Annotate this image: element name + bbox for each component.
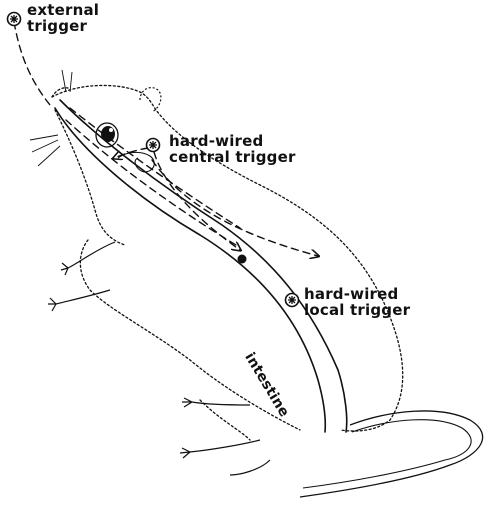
external-trigger-icon: [8, 13, 21, 26]
central-trigger-label-line2: central trigger: [169, 149, 296, 165]
central-trigger-label: hard-wired central trigger: [169, 133, 296, 165]
local-trigger-label-line2: local trigger: [304, 302, 410, 318]
external-trigger-label-line2: trigger: [27, 18, 99, 34]
junction-dot-icon: [238, 255, 247, 264]
rat-belly-outline: [200, 400, 250, 440]
central-trigger-icon: [147, 139, 160, 152]
central-to-body-path: [152, 160, 318, 256]
rat-ear: [140, 88, 161, 112]
rat-tail: [300, 411, 483, 497]
central-trigger-label-line1: hard-wired: [169, 133, 296, 149]
local-trigger-icon: [286, 294, 299, 307]
central-to-gut-path: [154, 152, 240, 250]
external-trigger-label: external trigger: [27, 2, 99, 34]
external-trigger-label-line1: external: [27, 2, 99, 18]
hind-feet: [180, 398, 270, 475]
local-trigger-label: hard-wired local trigger: [304, 286, 410, 318]
local-trigger-label-line1: hard-wired: [304, 286, 410, 302]
rat-tail-inner: [303, 420, 471, 488]
